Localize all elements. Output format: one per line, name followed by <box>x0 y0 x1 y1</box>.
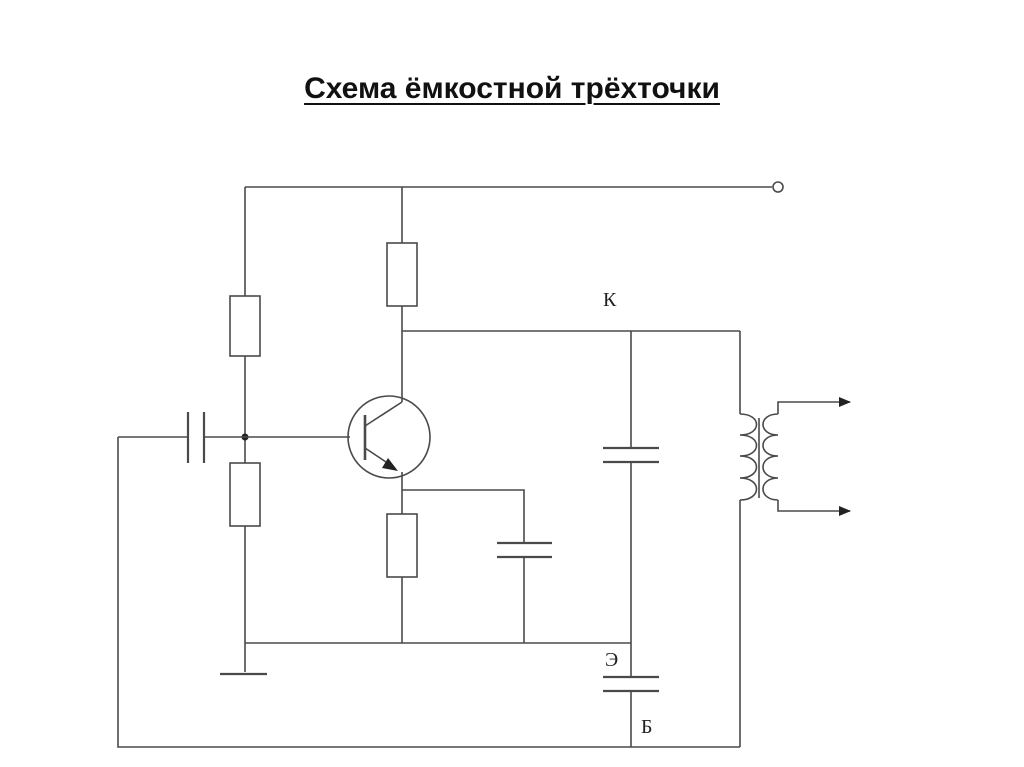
emitter-arrow-icon <box>382 458 398 471</box>
feedback-loop-wire <box>117 437 740 748</box>
collector-label: К <box>603 289 617 311</box>
emitter-bypass-wire <box>402 489 525 643</box>
emitter-bypass-capacitor <box>497 541 552 559</box>
tank-inductor-coil <box>739 413 758 501</box>
base-label: Б <box>641 716 652 738</box>
collector-resistor <box>386 242 418 307</box>
lower-bias-resistor <box>229 462 261 527</box>
upper-bias-resistor <box>229 295 261 357</box>
emitter-resistor <box>386 513 418 578</box>
output-line-bottom <box>777 500 851 516</box>
supply-terminal <box>772 181 784 193</box>
output-coil <box>762 413 779 501</box>
emitter-label: Э <box>605 649 618 671</box>
transistor-collector-lead <box>364 401 403 427</box>
input-coupling-capacitor <box>186 412 206 463</box>
upper-divider-capacitor <box>603 446 659 464</box>
output-line-top <box>777 397 851 414</box>
slide-title: Схема ёмкостной трёхточки <box>304 72 720 105</box>
transistor-body <box>347 395 431 479</box>
lower-divider-capacitor <box>603 675 659 693</box>
